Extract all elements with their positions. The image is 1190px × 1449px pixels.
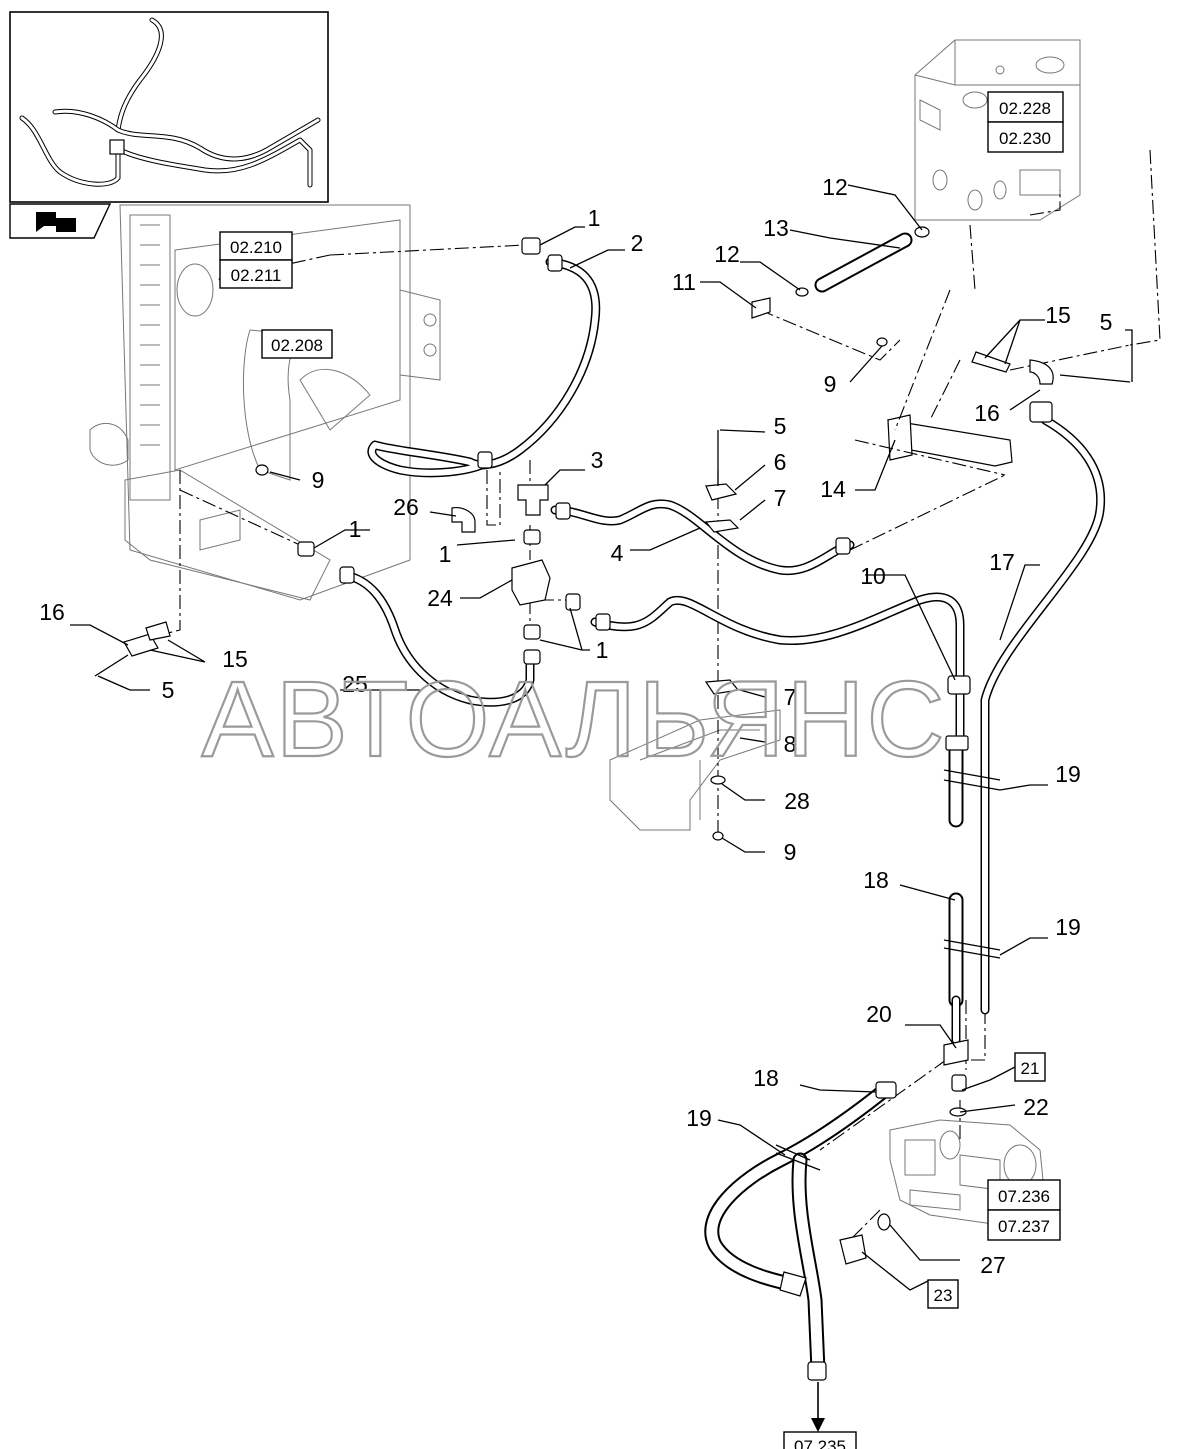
ref-box-23[interactable]: 23 [927,1279,959,1309]
pipe-18-upper [948,675,965,1045]
callout-9-top: 9 [824,371,837,397]
callout-20: 20 [866,1001,892,1027]
bracket-14-illustration [887,414,1013,467]
callout-26: 26 [393,494,419,520]
pipe-17 [980,415,1106,1015]
callout-22: 22 [1023,1094,1049,1120]
ref-07-236: 07.236 [998,1187,1050,1206]
callout-1-mid: 1 [439,541,452,567]
ref-02-211: 02.211 [231,266,282,285]
ref-box-outlet[interactable]: 07.235 [783,1431,857,1449]
callout-8: 8 [784,731,797,757]
ref-box-radiator[interactable]: 02.210 02.211 [219,231,293,289]
callout-1-left: 1 [349,516,362,542]
ref-07-235: 07.235 [794,1437,846,1449]
callout-1-low: 1 [596,637,609,663]
callout-1-top: 1 [588,205,601,231]
ref-box-frame[interactable]: 02.208 [261,329,333,359]
callout-17: 17 [989,549,1015,575]
pipe-25 [340,570,535,707]
callout-7-low: 7 [784,684,797,710]
callout-19-b: 19 [1055,914,1081,940]
callout-2: 2 [631,230,644,256]
inset-overview [9,11,329,203]
radiator-frame-illustration [89,204,441,601]
ref-02-210: 02.210 [230,238,282,257]
callout-12-b: 12 [714,241,740,267]
callout-28: 28 [784,788,810,814]
ref-02-228: 02.228 [999,99,1051,118]
ref-box-pump[interactable]: 07.236 07.237 [987,1179,1061,1241]
callout-9-left: 9 [312,467,325,493]
leader-lines [70,184,1133,1291]
callout-5-left: 5 [162,677,175,703]
callout-27: 27 [980,1252,1006,1278]
callout-10: 10 [860,563,886,589]
callout-25: 25 [342,671,368,697]
callout-11: 11 [672,269,696,295]
callout-9-low: 9 [784,839,797,865]
pipe-10 [590,592,965,685]
callout-3: 3 [591,447,604,473]
watermark-text: АВТОАЛЬЯНС [202,658,947,779]
bracket-8-illustration [609,709,781,831]
hose-13 [814,232,913,293]
ref-02-208: 02.208 [271,336,323,355]
callout-16-left: 16 [39,599,65,625]
callout-19-c: 19 [686,1105,712,1131]
ref-box-21[interactable]: 21 [1014,1052,1046,1082]
callout-5-mid: 5 [774,413,787,439]
callout-18-b: 18 [753,1065,779,1091]
ref-07-237: 07.237 [998,1217,1050,1236]
callout-18-a: 18 [863,867,889,893]
callout-24: 24 [427,585,453,611]
ref-02-230: 02.230 [999,129,1051,148]
callout-19-a: 19 [1055,761,1081,787]
ref-box-tank[interactable]: 02.228 02.230 [987,91,1064,153]
callout-13: 13 [763,215,789,241]
callout-15-top: 15 [1045,302,1071,328]
callout-16-top: 16 [974,400,1000,426]
pipe-4 [550,499,855,576]
callout-4: 4 [611,540,624,566]
callout-12-a: 12 [822,174,848,200]
ref-21: 21 [1021,1059,1040,1078]
fittings [94,226,1131,1432]
callout-14: 14 [820,476,846,502]
callout-15-left: 15 [222,646,248,672]
pipe-2 [367,257,601,478]
navigation-arrow-icon[interactable] [9,203,112,239]
ref-23: 23 [934,1286,953,1305]
callout-7-mid: 7 [774,485,787,511]
callout-6: 6 [774,449,787,475]
callout-5-top: 5 [1100,309,1113,335]
callout-labels: 1 2 3 26 1 24 1 1 4 5 6 7 7 8 28 9 9 9 1… [39,174,1112,1278]
hose-18-lower [704,1082,893,1378]
